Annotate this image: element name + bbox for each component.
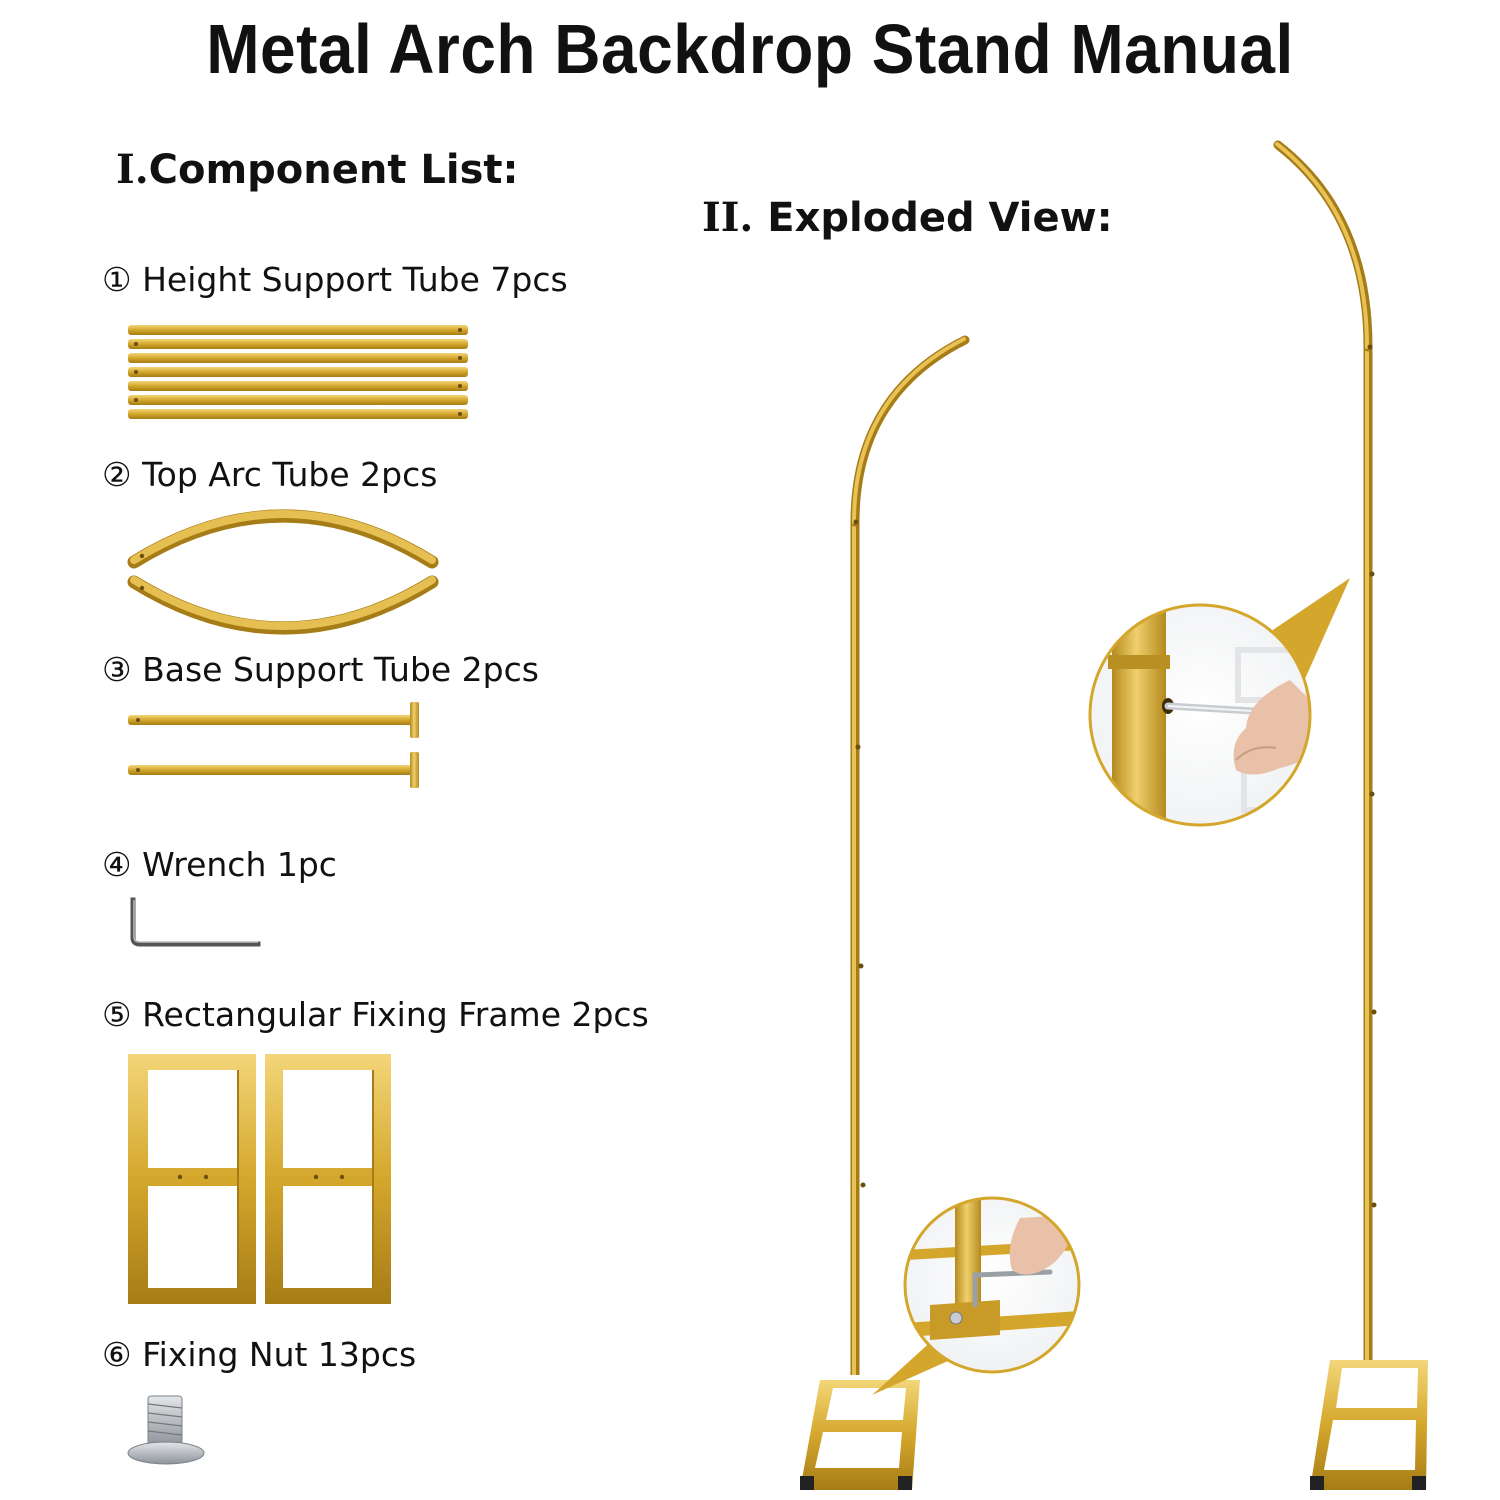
height-support-tubes-illustration (128, 325, 468, 419)
component-number: ⑥ (102, 1335, 132, 1374)
fixing-frame-right (265, 1054, 391, 1304)
tube (128, 353, 468, 363)
base-tube (128, 702, 419, 738)
tube (128, 325, 468, 335)
arch-stand-right (1273, 140, 1428, 1490)
wrench-illustration (130, 897, 261, 947)
component-item-height-support-tube: ① Height Support Tube 7pcs (102, 260, 568, 299)
component-number: ② (102, 455, 132, 494)
component-item-wrench: ④ Wrench 1pc (102, 845, 337, 884)
fixing-nut-illustration (127, 1395, 205, 1465)
zoom-callout-tube-joint (1088, 578, 1350, 827)
tube (128, 395, 468, 405)
component-number: ④ (102, 845, 132, 884)
component-number: ① (102, 260, 132, 299)
component-label: Fixing Nut 13pcs (142, 1335, 417, 1374)
component-item-base-support-tube: ③ Base Support Tube 2pcs (102, 650, 539, 689)
zoom-callout-base-joint (872, 1196, 1081, 1395)
section-label: Component List: (148, 147, 519, 193)
arch-stand-left (800, 335, 970, 1490)
top-arc-tubes-illustration (127, 509, 439, 635)
fixing-frame-left (128, 1054, 256, 1304)
tube (128, 381, 468, 391)
component-label: Rectangular Fixing Frame 2pcs (142, 995, 649, 1034)
component-number: ③ (102, 650, 132, 689)
section-label: Exploded View: (753, 195, 1113, 241)
base-support-tubes-illustration (128, 702, 419, 788)
component-item-top-arc-tube: ② Top Arc Tube 2pcs (102, 455, 437, 494)
tube (128, 409, 468, 419)
component-label: Base Support Tube 2pcs (142, 650, 539, 689)
section-roman-numeral: I. (116, 146, 149, 193)
tube (128, 339, 468, 349)
tube (128, 367, 468, 377)
section-heading-component-list: I.Component List: (116, 146, 519, 193)
component-label: Height Support Tube 7pcs (142, 260, 568, 299)
component-label: Wrench 1pc (142, 845, 337, 884)
component-item-fixing-nut: ⑥ Fixing Nut 13pcs (102, 1335, 416, 1374)
base-tube (128, 752, 419, 788)
component-number: ⑤ (102, 995, 132, 1034)
section-heading-exploded-view: II. Exploded View: (702, 194, 1113, 241)
component-item-rectangular-fixing-frame: ⑤ Rectangular Fixing Frame 2pcs (102, 995, 649, 1034)
component-label: Top Arc Tube 2pcs (142, 455, 438, 494)
section-roman-numeral: II. (702, 194, 754, 241)
page-title: Metal Arch Backdrop Stand Manual (206, 10, 1294, 88)
